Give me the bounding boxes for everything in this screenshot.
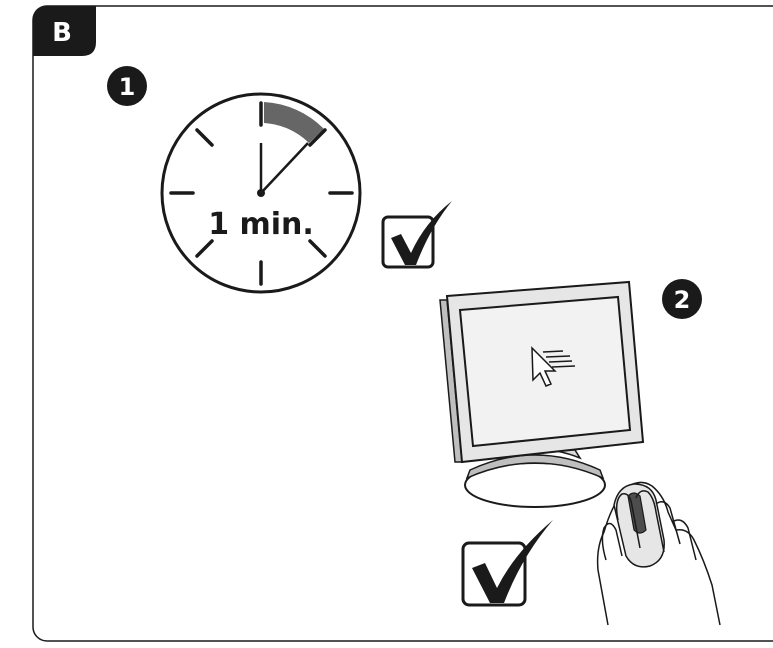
hand-icon xyxy=(598,482,720,625)
step-number-2: 2 xyxy=(674,286,691,314)
monitor-icon xyxy=(440,282,643,507)
checkbox-checked-icon xyxy=(383,201,452,267)
checkbox-checked-icon-2 xyxy=(463,520,553,605)
timer-text: 1 min. xyxy=(208,207,314,242)
panel-tab: B xyxy=(33,6,96,56)
step-badge-2: 2 xyxy=(662,279,702,319)
panel-label: B xyxy=(52,18,72,48)
step-badge-1: 1 xyxy=(107,66,147,106)
step-number-1: 1 xyxy=(119,73,136,101)
stopwatch-icon: 1 min. xyxy=(162,94,360,292)
